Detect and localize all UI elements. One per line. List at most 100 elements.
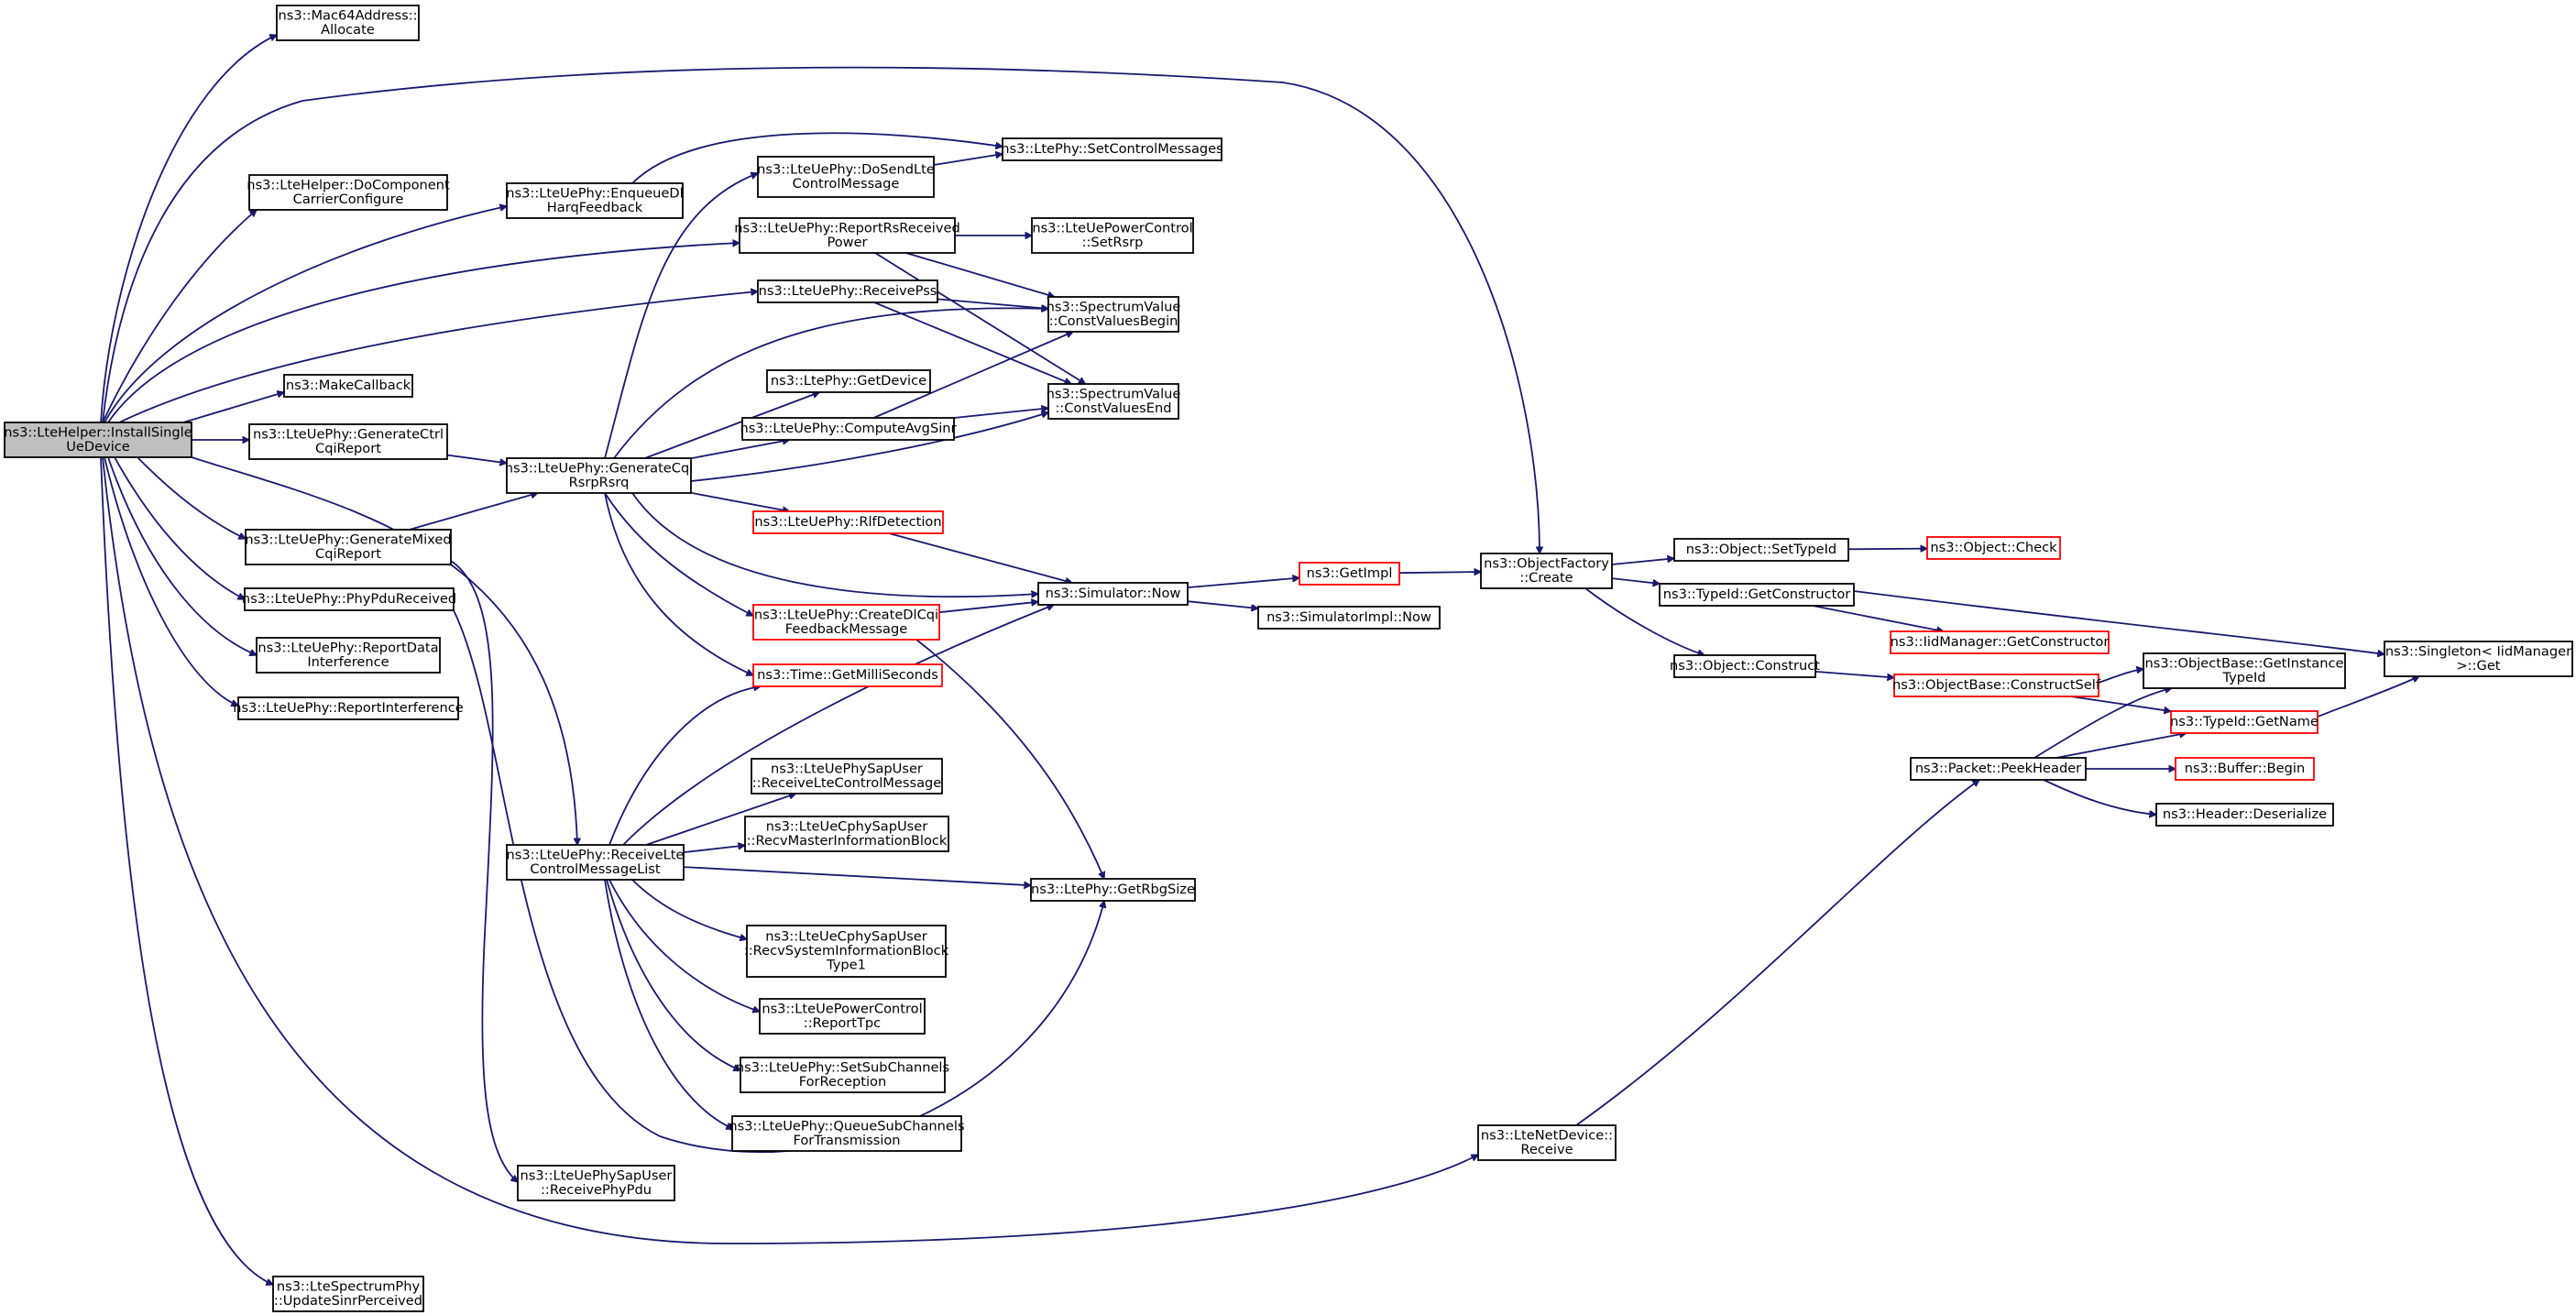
edge-objcreate-to-objconstruct bbox=[1584, 587, 1705, 655]
node-box-genctrl bbox=[248, 423, 448, 460]
edge-install-to-genmixed bbox=[137, 456, 246, 540]
node-box-recvpss bbox=[757, 279, 938, 303]
node-makecb[interactable]: ns3::MakeCallback bbox=[283, 374, 413, 398]
edge-peekheader-to-getname bbox=[2055, 733, 2187, 759]
node-label-setrsrp-line-1: ::SetRsrp bbox=[1082, 235, 1144, 250]
edge-gencqi-to-cvend bbox=[690, 412, 1048, 482]
edge-layer bbox=[100, 35, 2419, 1285]
node-label-cvend-line-0: ns3::SpectrumValue bbox=[1047, 386, 1181, 401]
node-label-objcreate-line-0: ns3::ObjectFactory bbox=[1484, 555, 1609, 571]
node-box-dosend bbox=[757, 156, 935, 198]
edge-gencqi-to-getms bbox=[604, 492, 753, 675]
node-objconstruct[interactable]: ns3::Object::Construct bbox=[1670, 654, 1820, 678]
node-objcreate[interactable]: ns3::ObjectFactory::Create bbox=[1480, 553, 1613, 589]
node-setrsrp[interactable]: ns3::LteUePowerControl::SetRsrp bbox=[1031, 217, 1194, 254]
node-label-objcreate-line-1: ::Create bbox=[1519, 570, 1573, 586]
node-setsub[interactable]: ns3::LteUePhy::SetSubChannelsForReceptio… bbox=[736, 1057, 949, 1093]
node-deserialize[interactable]: ns3::Header::Deserialize bbox=[2155, 803, 2334, 827]
node-iidctor[interactable]: ns3::IidManager::GetConstructor bbox=[1890, 630, 2110, 654]
node-box-getdevice bbox=[766, 369, 931, 393]
node-label-genmixed-line-1: CqiReport bbox=[315, 546, 381, 562]
edge-gencqi-to-rlf bbox=[690, 491, 790, 511]
node-label-reporttpc-line-0: ns3::LteUePowerControl bbox=[762, 1001, 922, 1016]
node-label-bufbegin-line-0: ns3::Buffer::Begin bbox=[2185, 761, 2305, 776]
node-label-reportrs-line-1: Power bbox=[827, 235, 867, 250]
node-box-setsub bbox=[740, 1057, 946, 1093]
edge-simnow-to-getimpl bbox=[1187, 578, 1299, 588]
node-box-objcheck bbox=[1926, 536, 2061, 560]
node-computesinr[interactable]: ns3::LteUePhy::ComputeAvgSinr bbox=[740, 417, 957, 441]
node-layer: ns3::LteHelper::InstallSingleUeDevicens3… bbox=[4, 5, 2573, 1312]
node-label-recvltectrl-line-0: ns3::LteUePhySapUser bbox=[771, 761, 923, 776]
edge-genctrl-to-gencqi bbox=[446, 454, 507, 464]
node-label-recvsib-line-0: ns3::LteUeCphySapUser bbox=[765, 929, 927, 945]
node-label-reportrs-line-0: ns3::LteUePhy::ReportRsReceived bbox=[734, 220, 959, 236]
node-reporttpc[interactable]: ns3::LteUePowerControl::ReportTpc bbox=[759, 998, 926, 1035]
node-netrecv[interactable]: ns3::LteNetDevice::Receive bbox=[1477, 1124, 1617, 1161]
node-box-genmixed bbox=[245, 529, 452, 565]
node-getrbg[interactable]: ns3::LtePhy::GetRbgSize bbox=[1030, 878, 1196, 902]
node-box-setctrlmsg bbox=[1002, 137, 1222, 161]
edge-install-to-repdata bbox=[107, 456, 257, 655]
node-settypeid[interactable]: ns3::Object::SetTypeId bbox=[1673, 538, 1849, 562]
edge-gencqi-to-createdl bbox=[604, 492, 753, 617]
node-setctrlmsg[interactable]: ns3::LtePhy::SetControlMessages bbox=[1001, 137, 1223, 161]
node-label-recvphypdu-line-1: ::ReceivePhyPdu bbox=[541, 1182, 652, 1198]
edge-gencqi-to-getdevice bbox=[644, 392, 820, 459]
node-label-singleton-line-0: ns3::Singleton< IidManager bbox=[2385, 643, 2571, 659]
node-cvend[interactable]: ns3::SpectrumValue::ConstValuesEnd bbox=[1047, 383, 1181, 420]
node-label-computesinr-line-0: ns3::LteUePhy::ComputeAvgSinr bbox=[740, 421, 956, 436]
edge-recvctrl-to-getrbg bbox=[683, 866, 1031, 885]
node-singleton[interactable]: ns3::Singleton< IidManager>::Get bbox=[2384, 641, 2573, 677]
node-getms[interactable]: ns3::Time::GetMilliSeconds bbox=[752, 663, 943, 687]
node-mac64[interactable]: ns3::Mac64Address::Allocate bbox=[276, 5, 420, 41]
node-recvphypdu[interactable]: ns3::LteUePhySapUser::ReceivePhyPdu bbox=[517, 1165, 675, 1201]
node-updsinr[interactable]: ns3::LteSpectrumPhy::UpdateSinrPerceived bbox=[272, 1276, 424, 1312]
node-recvltectrl[interactable]: ns3::LteUePhySapUser::ReceiveLteControlM… bbox=[751, 758, 943, 794]
node-recvsib[interactable]: ns3::LteUeCphySapUser::RecvSystemInforma… bbox=[744, 925, 949, 978]
edge-recvctrl-to-simnow bbox=[622, 605, 1054, 846]
node-docomp[interactable]: ns3::LteHelper::DoComponentCarrierConfig… bbox=[247, 174, 450, 211]
edge-genmixed-to-recvphypdu bbox=[450, 560, 518, 1182]
node-getimpl[interactable]: ns3::GetImpl bbox=[1299, 562, 1400, 586]
node-queuesub[interactable]: ns3::LteUePhy::QueueSubChannelsForTransm… bbox=[729, 1115, 965, 1152]
edge-computesinr-to-cvbegin bbox=[872, 332, 1073, 419]
node-label-makecb-line-0: ns3::MakeCallback bbox=[286, 378, 411, 393]
node-recvctrl[interactable]: ns3::LteUePhy::ReceiveLteControlMessageL… bbox=[506, 844, 685, 881]
node-label-simnow-line-0: ns3::Simulator::Now bbox=[1046, 586, 1181, 601]
node-peekheader[interactable]: ns3::Packet::PeekHeader bbox=[1910, 757, 2087, 781]
node-repint[interactable]: ns3::LteUePhy::ReportInterference bbox=[233, 696, 464, 720]
edge-getname-to-singleton bbox=[2317, 676, 2419, 718]
edge-genmixed-to-gencqi bbox=[409, 493, 538, 531]
edge-getctor-to-singleton bbox=[1853, 590, 2384, 654]
node-bufbegin[interactable]: ns3::Buffer::Begin bbox=[2175, 757, 2315, 781]
node-recvpss[interactable]: ns3::LteUePhy::ReceivePss bbox=[757, 279, 938, 303]
node-objcheck[interactable]: ns3::Object::Check bbox=[1926, 536, 2061, 560]
node-getname[interactable]: ns3::TypeId::GetName bbox=[2170, 710, 2318, 734]
node-cvbegin[interactable]: ns3::SpectrumValue::ConstValuesBegin bbox=[1047, 296, 1181, 333]
node-getctor[interactable]: ns3::TypeId::GetConstructor bbox=[1659, 583, 1855, 607]
node-simimplnow[interactable]: ns3::SimulatorImpl::Now bbox=[1257, 606, 1441, 630]
node-box-recvsib bbox=[746, 925, 947, 978]
node-phypdu[interactable]: ns3::LteUePhy::PhyPduReceived bbox=[242, 587, 456, 611]
node-createdl[interactable]: ns3::LteUePhy::CreateDlCqiFeedbackMessag… bbox=[752, 604, 940, 641]
node-simnow[interactable]: ns3::Simulator::Now bbox=[1037, 582, 1189, 606]
node-label-recvctrl-line-1: ControlMessageList bbox=[530, 861, 661, 877]
node-constructself[interactable]: ns3::ObjectBase::ConstructSelf bbox=[1892, 674, 2101, 697]
node-label-setctrlmsg-line-0: ns3::LtePhy::SetControlMessages bbox=[1001, 141, 1223, 157]
edge-objcreate-to-settypeid bbox=[1611, 558, 1674, 565]
node-getdevice[interactable]: ns3::LtePhy::GetDevice bbox=[766, 369, 931, 393]
node-recvmib[interactable]: ns3::LteUeCphySapUser::RecvMasterInforma… bbox=[744, 816, 949, 852]
node-rlf[interactable]: ns3::LteUePhy::RlfDetection bbox=[752, 510, 944, 534]
node-label-recvsib-line-2: Type1 bbox=[826, 958, 866, 973]
edge-gencqi-to-computesinr bbox=[690, 440, 790, 460]
node-label-getinstance-line-1: TypeId bbox=[2221, 670, 2265, 685]
